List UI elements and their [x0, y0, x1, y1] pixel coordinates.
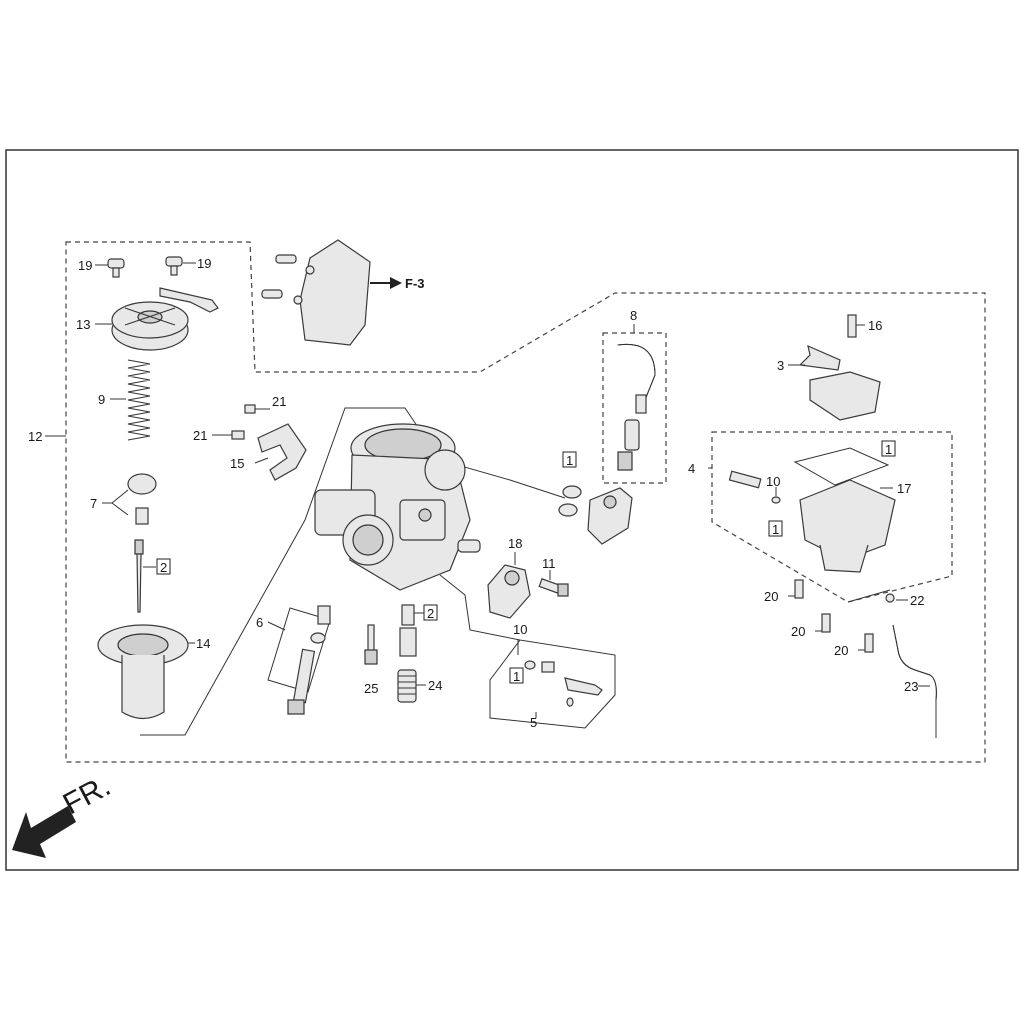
label-15: 15: [230, 456, 244, 471]
box-label-2-needle: [156, 558, 171, 575]
part-15-throttle-bracket: [257, 423, 307, 481]
part-24-spring: [397, 669, 426, 703]
group-outline-8: [602, 332, 667, 484]
label-13: 13: [76, 317, 90, 332]
part-14-vacuum-slide: [97, 624, 195, 720]
part-21-screw-upper: [244, 404, 270, 414]
label-10-lower: 10: [513, 622, 527, 637]
box-label-2-jet: [423, 604, 438, 621]
float-bowl-screw: [728, 470, 762, 489]
group-outline-body: [140, 407, 566, 736]
label-19-left: 19: [78, 258, 92, 273]
part-20-screw-1: [788, 579, 804, 599]
label-11: 11: [542, 556, 556, 571]
part-7-needle-clip: [102, 473, 157, 525]
label-1-bowl: 1: [885, 442, 892, 457]
part-6-main-jet-assembly: [267, 605, 331, 715]
label-2-needle: 2: [160, 560, 167, 575]
box-label-1-float: [768, 520, 783, 537]
box-label-1-screw: [509, 667, 524, 684]
label-19-right: 19: [197, 256, 211, 271]
label-25: 25: [364, 681, 378, 696]
cable-bracket: [159, 287, 219, 313]
label-8: 8: [630, 308, 637, 323]
label-1-float: 1: [772, 522, 779, 537]
label-16: 16: [868, 318, 882, 333]
part-25-pilot-jet: [364, 624, 378, 665]
box-label-1-choke: [562, 451, 577, 468]
label-3: 3: [777, 358, 784, 373]
leader-body-5: [439, 574, 521, 641]
label-6: 6: [256, 615, 263, 630]
front-direction-arrow: FR.: [12, 769, 116, 858]
label-10-upper: 10: [766, 474, 780, 489]
part-22-clamp: [885, 593, 908, 603]
part-20-screw-3: [858, 633, 874, 653]
side-cover-f3: [261, 239, 371, 346]
part-9-spring: [110, 359, 151, 441]
o-ring-assembly: [558, 485, 633, 545]
label-f3: F-3: [405, 276, 425, 291]
screw-19-left: [95, 258, 125, 278]
part-5-mixture-screw-assembly: [524, 660, 603, 707]
screw-19-right: [165, 256, 196, 276]
label-18: 18: [508, 536, 522, 551]
label-20-1: 20: [764, 589, 778, 604]
group-outline-5: [489, 639, 616, 729]
part-18-throttle-position-sensor: [487, 552, 531, 619]
label-1-choke: 1: [566, 453, 573, 468]
label-2-jet: 2: [427, 606, 434, 621]
part-21-screw-lower: [212, 430, 245, 440]
part-3-float: [788, 344, 881, 421]
part-20-screw-2: [815, 613, 831, 633]
part-16-screw: [847, 314, 865, 338]
part-11-screw: [538, 570, 569, 597]
part-13-top-cap: [95, 301, 189, 351]
label-14: 14: [196, 636, 210, 651]
group-outline-4: [711, 431, 953, 603]
label-17: 17: [897, 481, 911, 496]
part-8-hose-assembly: [617, 343, 656, 471]
label-20-3: 20: [834, 643, 848, 658]
label-1-screw: 1: [513, 669, 520, 684]
label-5: 5: [530, 715, 537, 730]
label-4: 4: [688, 461, 695, 476]
label-21-upper: 21: [272, 394, 286, 409]
box-label-1-bowl: [881, 440, 896, 457]
part-10-o-ring-float: [771, 496, 781, 504]
label-7: 7: [90, 496, 97, 511]
diagram-frame: [5, 149, 1019, 871]
label-20-2: 20: [791, 624, 805, 639]
part-17-float-bowl: [793, 447, 896, 573]
group-outline-main: [65, 241, 986, 763]
part-2-needle-jet: [399, 604, 424, 657]
reference-arrow-f3: [370, 277, 402, 289]
label-9: 9: [98, 392, 105, 407]
label-24: 24: [428, 678, 442, 693]
carburetor-body: [314, 423, 481, 591]
label-22: 22: [910, 593, 924, 608]
part-2-jet-needle: [134, 539, 156, 613]
label-12: 12: [28, 429, 42, 444]
label-23: 23: [904, 679, 918, 694]
label-21-lower: 21: [193, 428, 207, 443]
